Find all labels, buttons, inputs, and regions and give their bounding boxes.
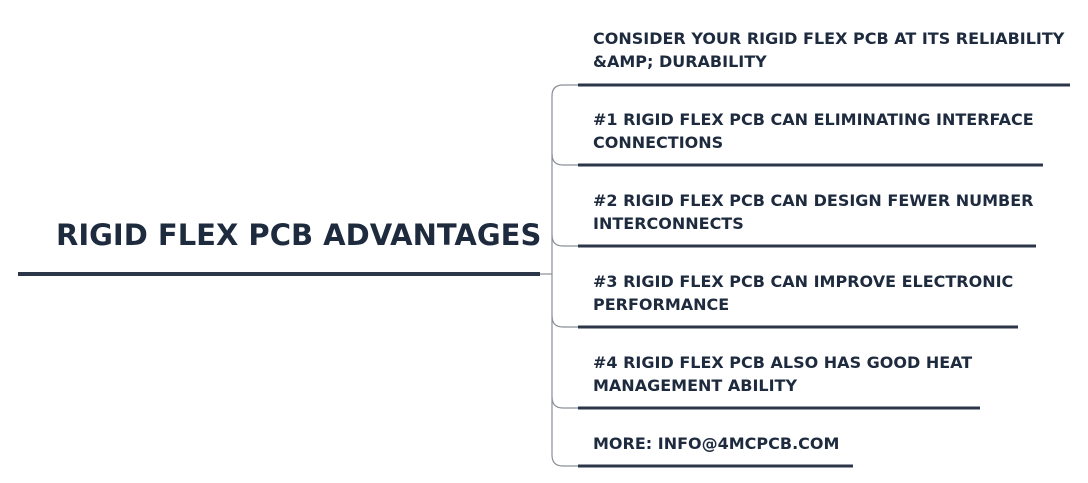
branch-topic-5[interactable]: MORE: INFO@4MCPCB.COM xyxy=(593,432,1063,455)
branch-topic-3-line1: #3 RIGID FLEX PCB CAN IMPROVE ELECTRONIC xyxy=(593,272,1014,291)
branch-hook-3 xyxy=(551,315,578,328)
branch-topic-4-line1: #4 RIGID FLEX PCB ALSO HAS GOOD HEAT xyxy=(593,353,973,372)
branch-topic-4[interactable]: #4 RIGID FLEX PCB ALSO HAS GOOD HEAT MAN… xyxy=(593,351,1063,397)
branch-topic-5-line1: MORE: INFO@4MCPCB.COM xyxy=(593,434,840,453)
branch-topic-3[interactable]: #3 RIGID FLEX PCB CAN IMPROVE ELECTRONIC… xyxy=(593,270,1063,316)
branch-topic-2-line2: INTERCONNECTS xyxy=(593,214,744,233)
branch-topic-4-line2: MANAGEMENT ABILITY xyxy=(593,376,798,395)
branch-topic-2[interactable]: #2 RIGID FLEX PCB CAN DESIGN FEWER NUMBE… xyxy=(593,189,1063,235)
branch-topic-3-line2: PERFORMANCE xyxy=(593,295,730,314)
branch-topic-0-line2: &AMP; DURABILITY xyxy=(593,52,767,71)
root-topic-title[interactable]: RIGID FLEX PCB ADVANTAGES xyxy=(56,218,542,252)
branch-topic-1[interactable]: #1 RIGID FLEX PCB CAN ELIMINATING INTERF… xyxy=(593,108,1063,154)
branch-hook-4 xyxy=(551,396,578,409)
branch-hook-1 xyxy=(551,153,578,166)
branch-hook-5 xyxy=(551,454,578,467)
branch-topic-0-line1: CONSIDER YOUR RIGID FLEX PCB AT ITS RELI… xyxy=(593,29,1065,48)
branch-topic-1-line1: #1 RIGID FLEX PCB CAN ELIMINATING INTERF… xyxy=(593,110,1034,129)
branch-topic-0[interactable]: CONSIDER YOUR RIGID FLEX PCB AT ITS RELI… xyxy=(593,27,1065,73)
branch-topic-1-line2: CONNECTIONS xyxy=(593,133,724,152)
branch-hook-0 xyxy=(551,84,578,97)
branch-topic-2-line1: #2 RIGID FLEX PCB CAN DESIGN FEWER NUMBE… xyxy=(593,191,1034,210)
branch-hook-2 xyxy=(551,234,578,247)
